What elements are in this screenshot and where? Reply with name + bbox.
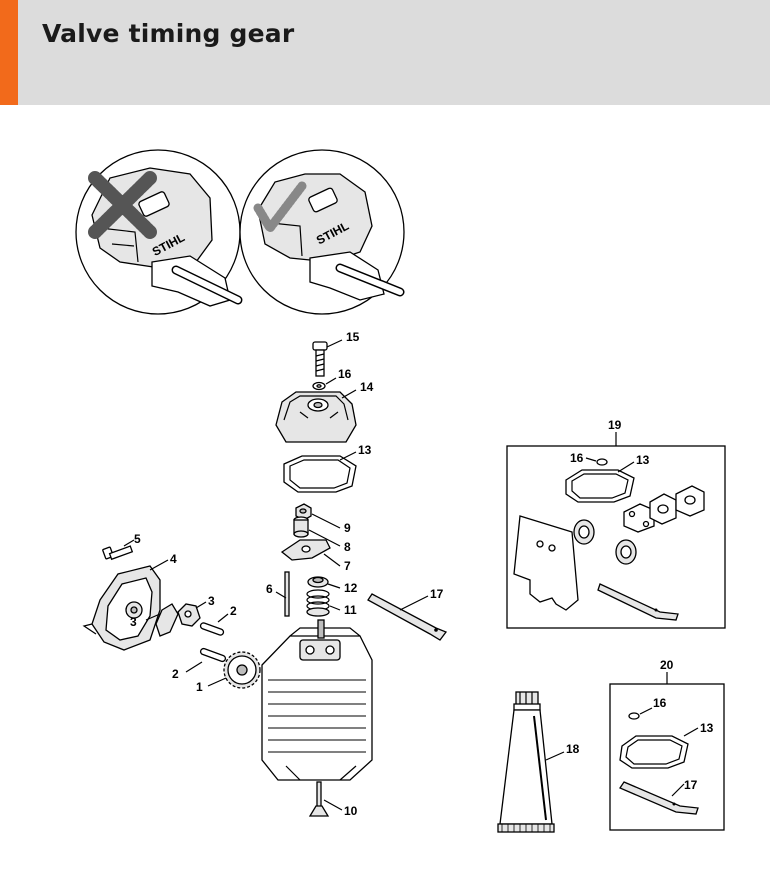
part-9-nut: [295, 503, 312, 521]
part-3-lever-lower: [155, 603, 179, 637]
part-17-tool: [367, 593, 448, 641]
wrong-model-x-icon: [88, 171, 157, 239]
cylinder-assembly: [261, 619, 373, 781]
callout-4: 4: [170, 552, 177, 566]
part-12-spring-retainer: [307, 576, 329, 588]
part-1-gear: [223, 651, 261, 689]
correct-model-check-icon: [253, 181, 307, 233]
callout-20-16: 16: [653, 696, 667, 710]
part-14-valve-cover: [275, 391, 357, 443]
callout-8: 8: [344, 540, 351, 554]
callout-12: 12: [344, 581, 358, 595]
callout-10: 10: [344, 804, 358, 818]
part-6-push-rod: [284, 571, 290, 617]
callout-7: 7: [344, 559, 351, 573]
part-13-gasket: [283, 455, 357, 493]
part-7-rocker-arm: [280, 539, 331, 561]
callout-3b: 3: [130, 615, 137, 629]
callout-1: 1: [196, 680, 203, 694]
callout-19: 19: [608, 418, 622, 432]
page-title: Valve timing gear: [42, 19, 295, 48]
callout-16: 16: [338, 367, 352, 381]
callout-19-13: 13: [636, 453, 650, 467]
callout-14: 14: [360, 380, 374, 394]
correct-model-badge: STIHL: [239, 149, 405, 315]
page-header: Valve timing gear: [0, 0, 770, 105]
callout-20-17: 17: [684, 778, 698, 792]
part-10-valve: [308, 781, 330, 817]
part-11-valve-spring: [306, 589, 330, 617]
part-3-lever-upper: [177, 603, 201, 627]
callout-3a: 3: [208, 594, 215, 608]
callout-6: 6: [266, 582, 273, 596]
callout-2a: 2: [230, 604, 237, 618]
callout-11: 11: [344, 603, 357, 617]
part-16-washer: [312, 381, 326, 391]
part-2-pin-lower: [199, 647, 227, 663]
kit-20-box: 16 13 17: [609, 683, 725, 831]
callout-19-16: 16: [570, 451, 584, 465]
callout-20: 20: [660, 658, 674, 672]
part-4-cover: [82, 565, 161, 651]
part-8-tappet: [293, 516, 309, 538]
callout-18: 18: [566, 742, 580, 756]
part-15-screw: [312, 341, 328, 377]
kit-19-box: 16 13: [506, 445, 726, 629]
callout-9: 9: [344, 521, 351, 535]
callout-15: 15: [346, 330, 360, 344]
callout-5: 5: [134, 532, 141, 546]
callout-2b: 2: [172, 667, 179, 681]
part-18-grease-tube: [497, 691, 555, 833]
part-5-screw: [102, 545, 134, 561]
wrong-model-badge: STIHL: [75, 149, 243, 315]
header-accent-bar: [0, 0, 18, 105]
callout-17: 17: [430, 587, 444, 601]
part-2-pin-upper: [199, 622, 225, 636]
callout-13: 13: [358, 443, 372, 457]
callout-20-13: 13: [700, 721, 714, 735]
